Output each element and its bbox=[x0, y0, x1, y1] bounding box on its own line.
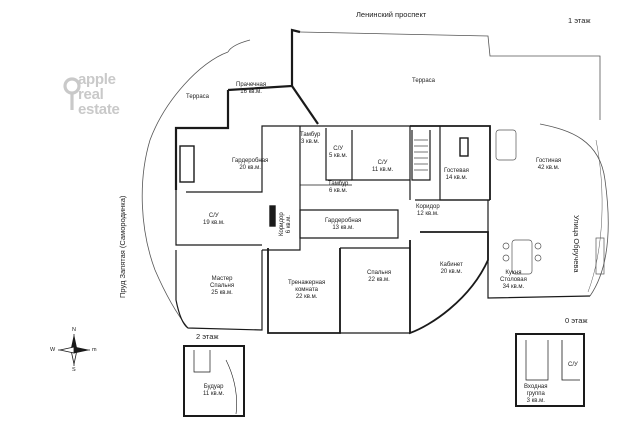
logo-line-1: apple bbox=[78, 71, 116, 88]
logo-line-2: real bbox=[78, 86, 104, 103]
furniture bbox=[495, 129, 605, 275]
compass-e: m bbox=[92, 347, 97, 353]
brand-logo: apple real estate bbox=[60, 72, 120, 117]
compass-n: N bbox=[72, 327, 76, 333]
fixtures bbox=[179, 137, 469, 227]
street-right: Улица Обручева bbox=[572, 215, 581, 273]
compass-w: W bbox=[50, 347, 56, 353]
floor-label-2: 2 этаж bbox=[196, 332, 219, 341]
terrace-outlines bbox=[141, 31, 609, 329]
logo-pin-icon bbox=[63, 77, 81, 110]
room-terrace-top: Терраса bbox=[412, 78, 436, 84]
street-top: Ленинский проспект bbox=[356, 10, 427, 19]
compass-s: S bbox=[72, 367, 76, 373]
interior-walls bbox=[174, 28, 591, 335]
ground-floor-plan bbox=[515, 333, 585, 407]
logo-line-3: estate bbox=[78, 101, 120, 118]
second-floor-plan bbox=[183, 345, 245, 417]
floor-label-1: 1 этаж bbox=[568, 16, 591, 25]
compass-rose bbox=[58, 334, 90, 366]
stairs bbox=[414, 139, 428, 171]
room-terrace-left: Терраса bbox=[186, 94, 210, 100]
street-left: Пруд Запятая (Самородинка) bbox=[118, 195, 127, 298]
room-wc-4: С/У bbox=[568, 362, 578, 368]
floor-label-0: 0 этаж bbox=[565, 316, 588, 325]
